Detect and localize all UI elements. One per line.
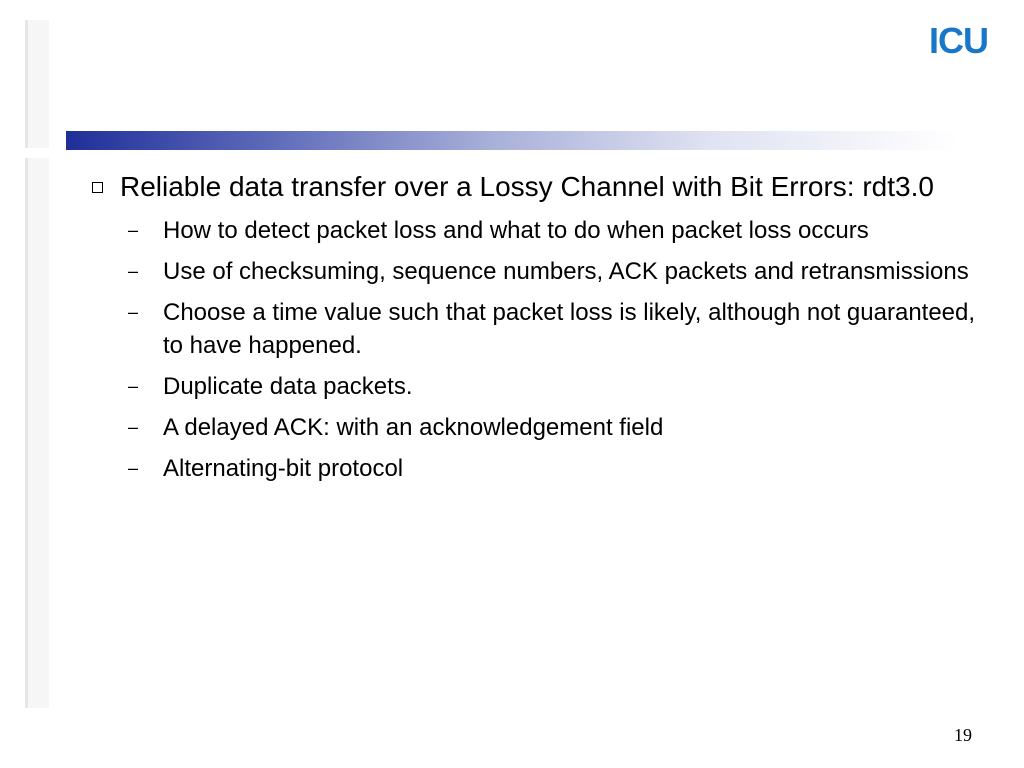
sub-bullet-item: – Choose a time value such that packet l… [90, 296, 980, 362]
sub-bullet-item: – How to detect packet loss and what to … [90, 214, 980, 247]
sub-bullet-text: Alternating-bit protocol [163, 455, 404, 482]
left-decorative-bar-top [25, 20, 49, 148]
sub-bullet-item: – Alternating-bit protocol [90, 452, 980, 485]
logo-text: ICU [929, 22, 988, 58]
main-bullet: Reliable data transfer over a Lossy Chan… [90, 170, 980, 204]
sub-bullet-text: Duplicate data packets. [163, 373, 413, 400]
dash-bullet-icon: – [128, 220, 139, 240]
sub-bullet-item: – A delayed ACK: with an acknowledgement… [90, 411, 980, 444]
sub-bullet-text: Use of checksuming, sequence numbers, AC… [163, 258, 969, 285]
left-decorative-bar-bottom [25, 158, 49, 708]
dash-bullet-icon: – [128, 302, 139, 322]
dash-bullet-icon: – [128, 417, 139, 437]
sub-bullet-item: – Use of checksuming, sequence numbers, … [90, 255, 980, 288]
dash-bullet-icon: – [128, 458, 139, 478]
sub-bullet-text: How to detect packet loss and what to do… [163, 217, 869, 244]
icu-logo: ICU [929, 22, 999, 58]
dash-bullet-icon: – [128, 261, 139, 281]
sub-bullet-text: A delayed ACK: with an acknowledgement f… [163, 414, 664, 441]
sub-bullet-text: Choose a time value such that packet los… [163, 299, 976, 359]
main-bullet-text: Reliable data transfer over a Lossy Chan… [120, 171, 934, 202]
page-number: 19 [954, 725, 972, 745]
dash-bullet-icon: – [128, 376, 139, 396]
sub-bullet-list: – How to detect packet loss and what to … [90, 214, 980, 485]
square-bullet-icon [92, 182, 103, 193]
title-gradient-rule [66, 131, 958, 150]
sub-bullet-item: – Duplicate data packets. [90, 370, 980, 403]
slide-content: Reliable data transfer over a Lossy Chan… [90, 170, 980, 493]
